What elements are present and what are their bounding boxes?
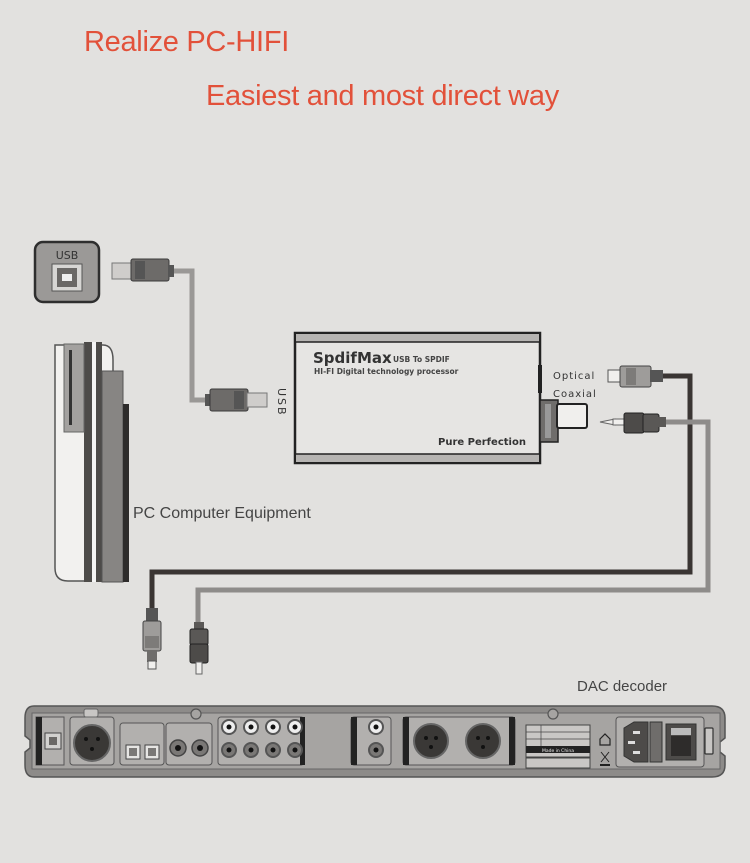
dac-coaxial-inputs: [165, 722, 213, 766]
pc-usb-port-icon: USB: [33, 240, 101, 304]
converter-slogan: Pure Perfection: [438, 437, 526, 448]
converter-usb-label: USB: [275, 388, 288, 417]
home-icon: [599, 733, 611, 746]
dac-usb-input: [35, 716, 65, 766]
weee-recycle-icon: [600, 751, 610, 766]
coaxial-label: Coaxial: [553, 389, 597, 400]
dac-caption: DAC decoder: [577, 678, 668, 695]
fuse-holder: [704, 727, 714, 755]
dac-optical-inputs: [119, 722, 165, 766]
made-in-label: Made in China: [542, 748, 574, 754]
optical-cable: [142, 365, 693, 670]
converter-brand: SpdifMax: [313, 349, 392, 367]
spdifmax-device: [293, 331, 588, 465]
converter-subtitle: USB To SPDIF: [393, 355, 450, 364]
power-switch: [665, 723, 697, 761]
pc-caption: PC Computer Equipment: [133, 505, 311, 522]
pc-usb-port-label: USB: [56, 249, 79, 262]
converter-tagline: HI-FI Digital technology processor: [314, 367, 459, 376]
headline-line1: Realize PC-HIFI: [84, 26, 289, 58]
usb-cable: [111, 258, 268, 412]
dac-xlr-outputs: [402, 716, 516, 766]
headline-line2: Easiest and most direct way: [206, 80, 559, 112]
dac-rca-output: [350, 716, 392, 766]
dac-analog-rca-block: [217, 716, 305, 766]
pc-tower-icon: [54, 342, 129, 583]
dac-spec-label: [525, 724, 591, 769]
dac-xlr-digital-input: [69, 708, 115, 766]
optical-label: Optical: [553, 371, 595, 382]
coaxial-cable: [189, 412, 711, 675]
